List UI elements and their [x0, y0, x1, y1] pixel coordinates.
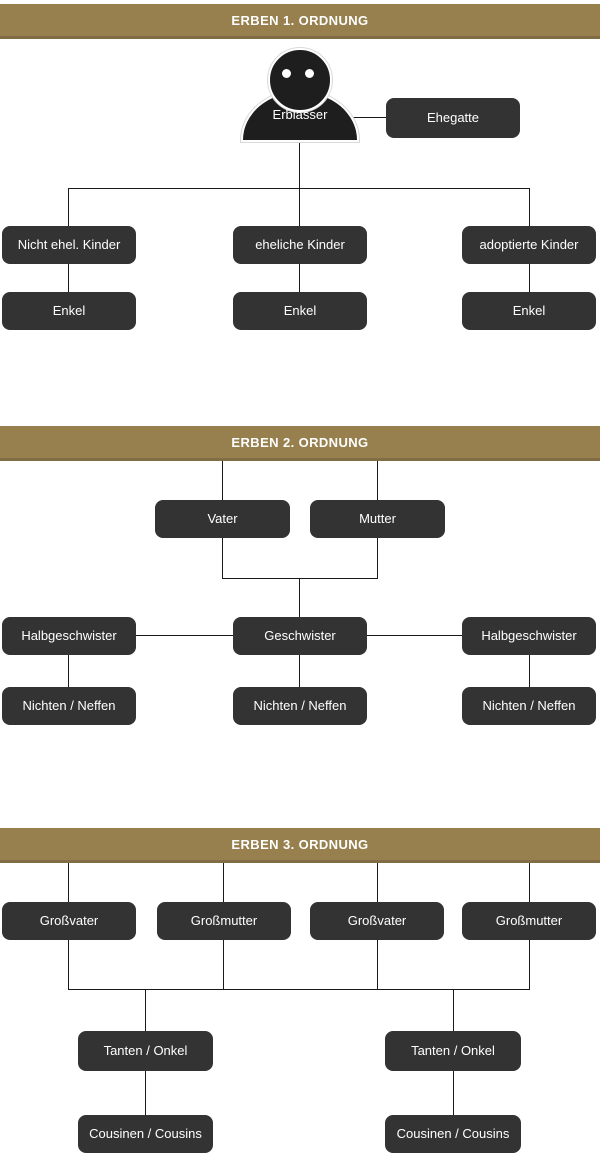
connector-line	[222, 461, 223, 500]
node-enkel-2: Enkel	[233, 292, 367, 330]
section-1-header: ERBEN 1. ORDNUNG	[0, 4, 600, 39]
connector-line	[377, 940, 378, 989]
connector-line	[145, 989, 146, 1031]
node-nichten-neffen-1: Nichten / Neffen	[2, 687, 136, 725]
node-nichten-neffen-2: Nichten / Neffen	[233, 687, 367, 725]
connector-line	[299, 140, 300, 188]
node-grossvater-2: Großvater	[310, 902, 444, 940]
connector-line	[68, 989, 530, 990]
connector-line	[136, 635, 233, 636]
node-enkel-3: Enkel	[462, 292, 596, 330]
node-cousinen-cousins-right: Cousinen / Cousins	[385, 1115, 521, 1153]
connector-line	[377, 863, 378, 902]
connector-line	[299, 264, 300, 292]
connector-line	[529, 655, 530, 687]
node-nichten-neffen-3: Nichten / Neffen	[462, 687, 596, 725]
connector-line	[453, 1071, 454, 1115]
node-halbgeschwister-right: Halbgeschwister	[462, 617, 596, 655]
connector-line	[299, 578, 300, 617]
connector-line	[145, 1071, 146, 1115]
node-tanten-onkel-left: Tanten / Onkel	[78, 1031, 213, 1071]
connector-line	[453, 989, 454, 1031]
eye-icon	[305, 69, 314, 78]
node-grossvater-1: Großvater	[2, 902, 136, 940]
connector-line	[299, 655, 300, 687]
node-eheliche-kinder: eheliche Kinder	[233, 226, 367, 264]
node-enkel-1: Enkel	[2, 292, 136, 330]
connector-line	[299, 188, 300, 226]
connector-line	[68, 863, 69, 902]
eye-icon	[282, 69, 291, 78]
connector-line	[68, 264, 69, 292]
node-vater: Vater	[155, 500, 290, 538]
node-adoptierte-kinder: adoptierte Kinder	[462, 226, 596, 264]
connector-line	[68, 188, 69, 226]
connector-line	[377, 461, 378, 500]
connector-line	[68, 655, 69, 687]
erblasser-label: Erblasser	[272, 107, 328, 122]
section-3-header: ERBEN 3. ORDNUNG	[0, 828, 600, 863]
connector-line	[529, 940, 530, 989]
node-ehegatte: Ehegatte	[386, 98, 520, 138]
node-halbgeschwister-left: Halbgeschwister	[2, 617, 136, 655]
connector-line	[223, 863, 224, 902]
connector-line	[529, 863, 530, 902]
node-grossmutter-1: Großmutter	[157, 902, 291, 940]
section-2-header: ERBEN 2. ORDNUNG	[0, 426, 600, 461]
connector-line	[529, 264, 530, 292]
node-nicht-ehel-kinder: Nicht ehel. Kinder	[2, 226, 136, 264]
connector-line	[529, 188, 530, 226]
erblasser-head-icon	[268, 48, 332, 112]
node-tanten-onkel-right: Tanten / Onkel	[385, 1031, 521, 1071]
node-geschwister: Geschwister	[233, 617, 367, 655]
connector-line	[222, 578, 378, 579]
connector-line	[377, 538, 378, 578]
connector-line	[367, 635, 462, 636]
node-grossmutter-2: Großmutter	[462, 902, 596, 940]
node-cousinen-cousins-left: Cousinen / Cousins	[78, 1115, 213, 1153]
connector-line	[350, 117, 386, 118]
connector-line	[222, 538, 223, 578]
node-mutter: Mutter	[310, 500, 445, 538]
connector-line	[223, 940, 224, 989]
connector-line	[68, 940, 69, 989]
